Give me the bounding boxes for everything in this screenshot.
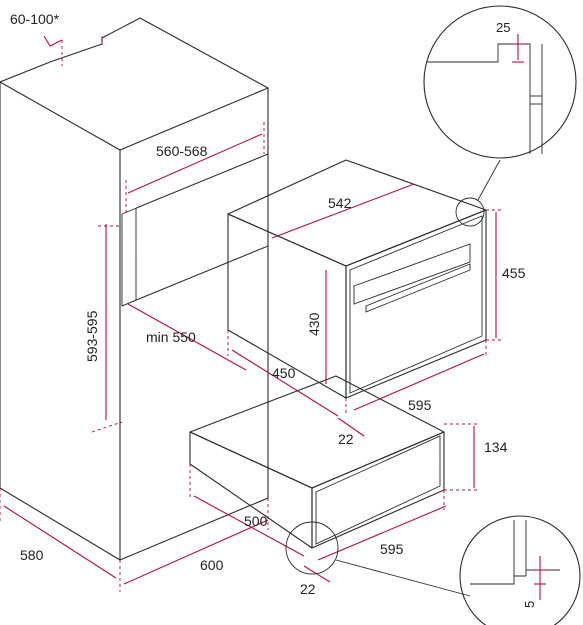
detail-bottom: 5: [285, 515, 581, 625]
label-detail-gap-bottom: 5: [522, 601, 537, 608]
label-niche-depth-range: 60-100*: [10, 11, 60, 27]
label-drawer-front-width: 595: [380, 541, 404, 557]
label-niche-height: 593-595: [84, 310, 100, 362]
label-drawer-depth: 500: [244, 513, 268, 529]
oven-dimensions: 542 455 430 450 595 22: [227, 183, 526, 447]
detail-top: 25: [423, 5, 577, 227]
label-niche-min-depth: min 550: [146, 329, 196, 345]
label-cabinet-width: 600: [200, 557, 224, 573]
label-detail-gap-top: 25: [496, 20, 510, 35]
cabinet-dimensions: 60-100* 560-568 593-595 min 550 580 600: [0, 11, 269, 592]
label-oven-body-depth: 450: [272, 365, 296, 381]
label-oven-front-width: 595: [408, 397, 432, 413]
label-oven-body-width: 542: [328, 195, 352, 211]
label-oven-front-height: 455: [502, 265, 526, 281]
label-oven-body-height: 430: [306, 312, 322, 336]
label-drawer-height: 134: [484, 439, 508, 455]
label-drawer-front-offset: 22: [300, 581, 316, 597]
warming-drawer: [189, 375, 445, 549]
label-cabinet-depth: 580: [20, 547, 44, 563]
label-oven-front-offset: 22: [338, 431, 354, 447]
drawer-dimensions: 134 500 595 22: [189, 423, 508, 597]
oven: [227, 159, 487, 399]
label-niche-width: 560-568: [156, 143, 208, 159]
